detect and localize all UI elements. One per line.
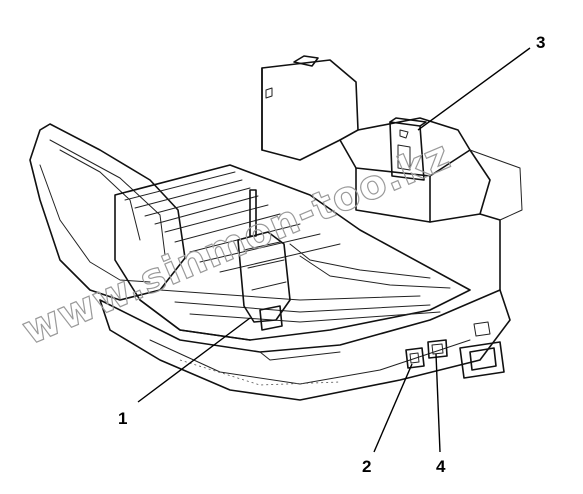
jack-device [237, 189, 291, 331]
cab-rear-structure [261, 55, 523, 291]
mounting-bracket [389, 117, 427, 181]
callout-4-label: 4 [436, 457, 446, 476]
watermark-text: www.sinmon-too.kz [16, 132, 457, 354]
callout-4-leader [435, 353, 441, 453]
callout-1-label: 1 [118, 409, 127, 428]
socket-2 [405, 347, 425, 369]
socket-4 [427, 339, 448, 359]
callout-3-label: 3 [536, 33, 545, 52]
callout-2-leader [373, 363, 413, 453]
right-socket-panel [459, 321, 505, 379]
rear-bumper [99, 289, 511, 401]
callout-1-leader [137, 317, 251, 403]
callout-3-leader [417, 47, 531, 131]
callout-2-label: 2 [362, 457, 371, 476]
